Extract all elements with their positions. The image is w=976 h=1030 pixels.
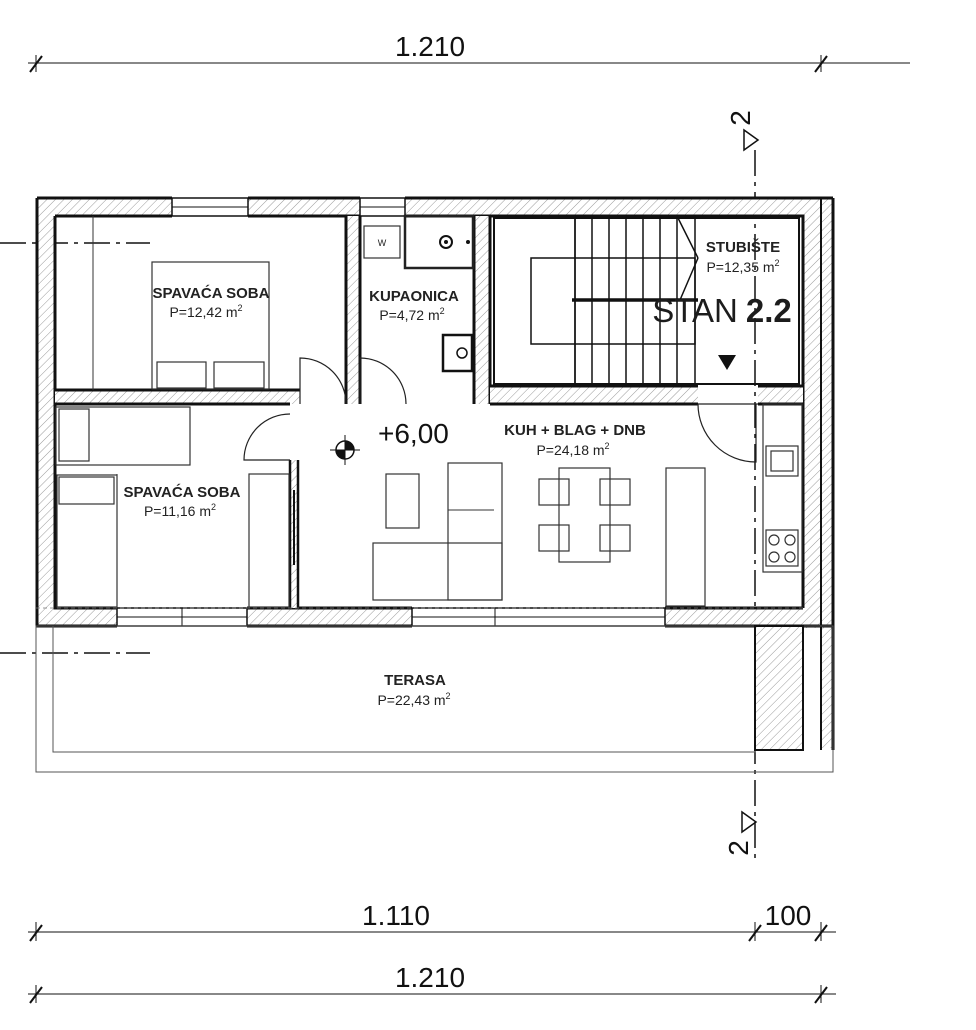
door-bedroom1 — [299, 357, 347, 405]
stair-direction-line — [679, 257, 699, 301]
desk — [55, 406, 191, 466]
terrace — [35, 607, 834, 773]
room-area-bathroom: P=4,72 m2 — [379, 306, 444, 323]
washbasin — [441, 333, 474, 373]
room-labels: SPAVAĆA SOBA P=12,42 m2 KUPAONICA P=4,72… — [124, 238, 781, 708]
room-area-bedroom-2: P=11,16 m2 — [144, 502, 216, 519]
room-name-bedroom-1: SPAVAĆA SOBA — [153, 284, 270, 302]
kitchen-island — [665, 467, 706, 607]
door-bathroom — [359, 357, 407, 405]
entrance-arrow-icon — [718, 355, 736, 370]
section-marker-bottom-label: 2 — [723, 840, 754, 856]
doors — [243, 357, 758, 565]
wardrobe — [248, 473, 290, 608]
level-mark: +6,00 — [330, 418, 449, 465]
outer-walls — [35, 196, 835, 750]
desk-chair — [58, 408, 90, 462]
room-name-bathroom: KUPAONICA — [369, 288, 459, 305]
door-entrance — [697, 403, 758, 463]
room-area-kitchen-living: P=24,18 m2 — [536, 441, 609, 458]
staircase — [530, 217, 699, 385]
dimension-bottom-total-label: 1.210 — [395, 962, 465, 993]
washing-machine-label: W — [378, 238, 387, 248]
chair-2 — [599, 478, 631, 506]
kitchen-sink — [765, 445, 799, 477]
stove — [765, 529, 799, 567]
section-marker-top-label: 2 — [725, 110, 756, 126]
sofa-seat — [372, 542, 503, 601]
single-bed — [56, 474, 118, 608]
section-marker-top: 2 — [725, 110, 760, 860]
chair-1 — [538, 478, 570, 506]
section-marker-bottom: 2 — [723, 810, 758, 856]
living-furniture — [372, 403, 803, 607]
dimension-bottom-left-label: 1.110 — [362, 900, 430, 931]
washing-machine — [363, 225, 401, 259]
bed-pillow — [58, 476, 115, 505]
dimension-bottom-total: 1.210 — [28, 962, 836, 1004]
room-area-bedroom-1: P=12,42 m2 — [169, 303, 242, 320]
chair-3 — [538, 524, 570, 552]
room-name-staircase: STUBIŠTE — [706, 238, 780, 256]
dining-table — [558, 467, 611, 563]
shower-drain-icon — [439, 235, 453, 249]
dimension-top-label: 1.210 — [395, 31, 465, 62]
section-triangle-bottom — [741, 810, 758, 834]
door-bedroom2 — [243, 413, 291, 461]
double-bed — [151, 261, 270, 390]
pillow-right — [213, 361, 265, 389]
room-name-kitchen-living: KUH + BLAG + DNB — [504, 422, 646, 439]
coffee-table — [385, 473, 420, 529]
sofa-back — [447, 462, 503, 601]
room-name-terrace: TERASA — [384, 672, 446, 689]
stair-direction-line — [677, 217, 699, 259]
section-triangle-top — [743, 128, 760, 152]
room-area-staircase: P=12,35 m2 — [706, 258, 779, 275]
dimension-top: 1.210 — [28, 31, 910, 73]
bedroom-2-furniture — [55, 406, 290, 608]
bedroom-1-furniture — [151, 261, 270, 390]
room-name-bedroom-2: SPAVAĆA SOBA — [124, 483, 241, 501]
shower-tray — [403, 214, 475, 270]
room-area-terrace: P=22,43 m2 — [377, 691, 450, 708]
dimension-bottom-split: 1.110 100 — [28, 900, 836, 942]
level-mark-label: +6,00 — [378, 418, 449, 449]
kitchen-counter — [762, 403, 803, 573]
chair-4 — [599, 524, 631, 552]
bathroom-fixtures: W — [363, 214, 475, 373]
pillow-left — [156, 361, 207, 389]
dimension-bottom-right-label: 100 — [765, 900, 812, 931]
